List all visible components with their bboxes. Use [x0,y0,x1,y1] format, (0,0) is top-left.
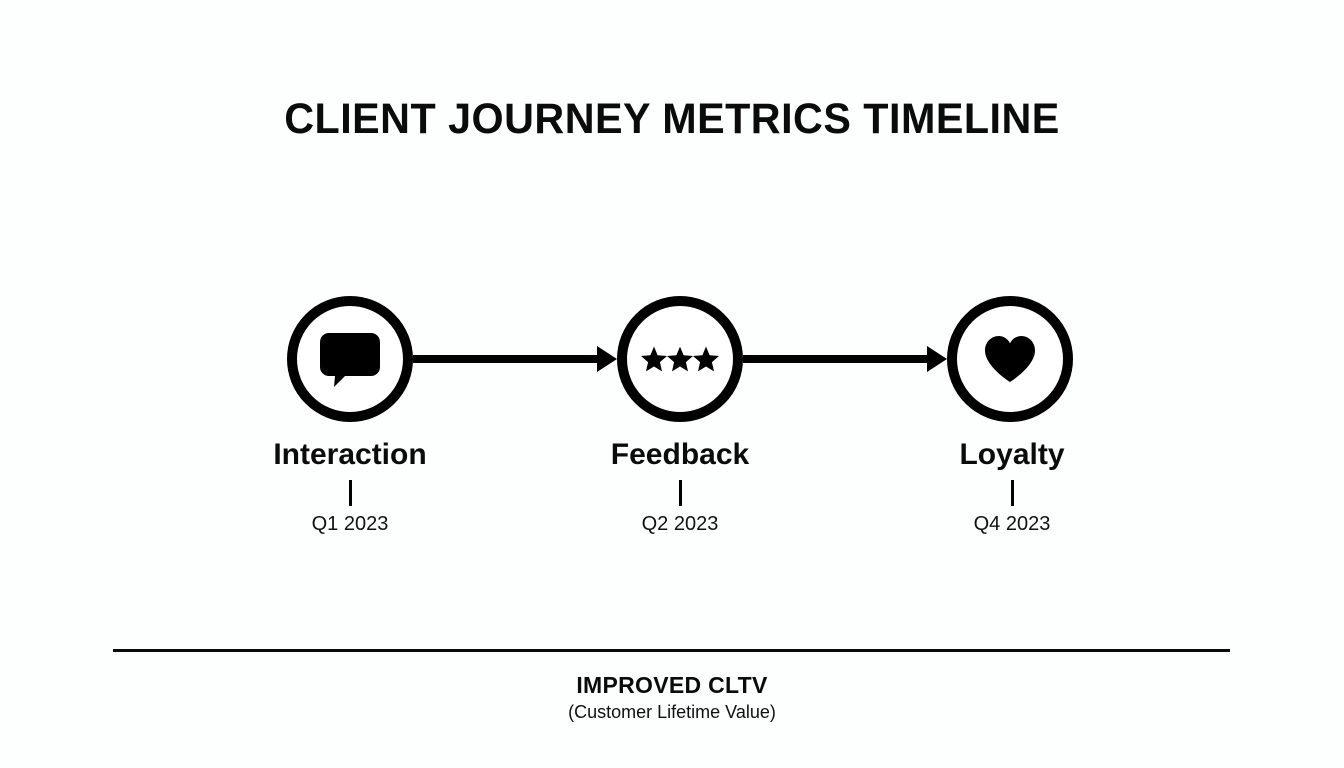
stage-date-interaction: Q1 2023 [311,513,389,535]
footer-divider [113,649,1230,652]
footer-block: IMPROVED CLTV (Customer Lifetime Value) [0,670,1344,724]
timeline-node-interaction[interactable] [287,296,413,422]
stage-label-feedback: Feedback [610,438,750,471]
footer-headline: IMPROVED CLTV [576,672,768,698]
arrow-shaft [413,355,601,363]
page-title: CLIENT JOURNEY METRICS TIMELINE [284,95,1060,143]
stage-tick-mark [348,480,352,506]
timeline-node-feedback[interactable] [617,296,743,422]
timeline-node-loyalty[interactable] [947,296,1073,422]
stage-label-interaction: Interaction [273,438,427,471]
stage-tick-mark [1010,480,1014,506]
timeline-label-group-interaction: Interaction Q1 2023 [200,438,500,536]
stage-date-feedback: Q2 2023 [641,513,719,535]
footer-subtitle: (Customer Lifetime Value) [568,702,776,722]
three-stars-icon [617,296,743,422]
speech-bubble-icon [287,296,413,422]
arrow-shaft [743,355,931,363]
timeline-track [287,296,1073,422]
timeline-label-group-loyalty: Loyalty Q4 2023 [862,438,1162,536]
node-ring [287,296,413,422]
stage-date-loyalty: Q4 2023 [973,513,1051,535]
arrow-right-icon [413,346,617,372]
stage-tick-mark [678,480,682,506]
timeline-label-group-feedback: Feedback Q2 2023 [530,438,830,536]
arrow-head [927,346,947,372]
stage-label-loyalty: Loyalty [959,438,1065,471]
arrow-head [597,346,617,372]
heart-icon [947,296,1073,422]
timeline-labels: Interaction Q1 2023 Feedback Q2 2023 Loy… [0,438,1344,558]
arrow-right-icon [743,346,947,372]
